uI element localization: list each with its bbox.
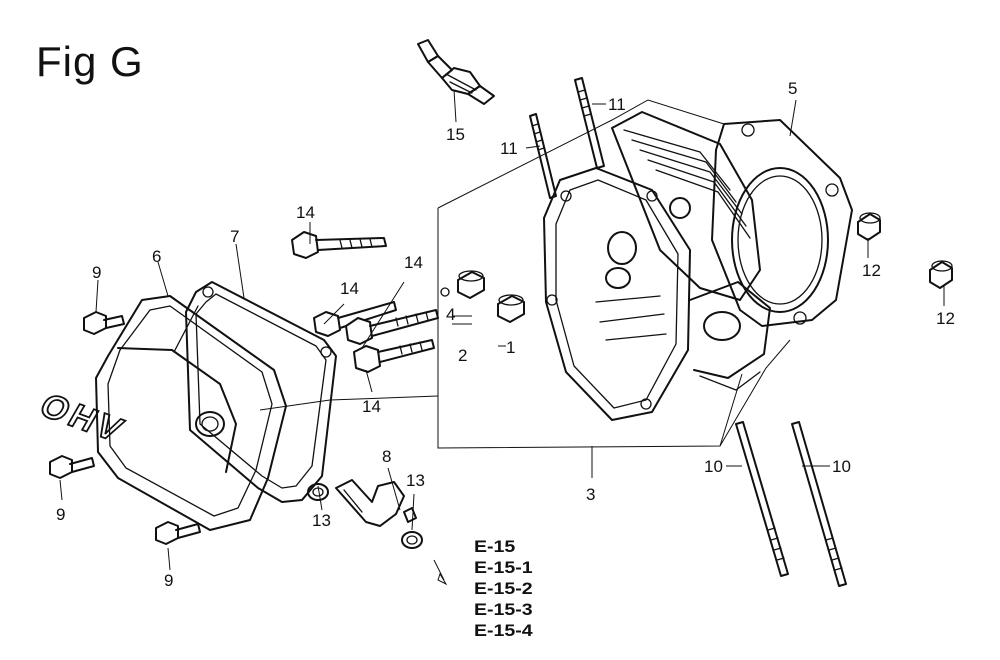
valve-cover: OHV	[32, 295, 287, 531]
stud-bolts-upper	[529, 77, 605, 199]
spark-plug	[417, 39, 495, 105]
callout-3: 3	[586, 485, 595, 504]
callout-14-middle: 14	[340, 279, 359, 298]
callout-5: 5	[788, 79, 797, 98]
callout-15: 15	[446, 125, 465, 144]
callout-10-right: 10	[832, 457, 851, 476]
valve-caps	[440, 270, 525, 323]
callout-9-left: 9	[56, 505, 65, 524]
reference-code: E-15-2	[474, 579, 533, 598]
figure-title: Fig G	[36, 38, 144, 85]
callout-9-top: 9	[92, 263, 101, 282]
head-gasket	[711, 119, 853, 327]
hose-clips	[307, 483, 423, 549]
reference-code: E-15	[474, 537, 516, 556]
reference-code: E-15-1	[474, 558, 533, 577]
callout-1: 1	[506, 338, 515, 357]
cylinder-head	[543, 111, 771, 421]
callout-14-right: 14	[404, 253, 423, 272]
callout-12-upper: 12	[862, 261, 881, 280]
callout-13-right: 13	[406, 471, 425, 490]
dowel-pins	[857, 212, 953, 289]
callout-2: 2	[458, 346, 467, 365]
callout-7: 7	[230, 227, 239, 246]
callout-6: 6	[152, 247, 161, 266]
callout-8: 8	[382, 447, 391, 466]
cover-gasket	[185, 281, 337, 503]
cover-ohv-lettering: OHV	[33, 387, 133, 449]
callout-numbers: 1 2 3 4 5 6 7 8 9 9 9 10 10 11 11 12 12 …	[56, 79, 955, 590]
reference-code: E-15-4	[474, 621, 533, 640]
callout-10-left: 10	[704, 457, 723, 476]
reference-code: E-15-3	[474, 600, 533, 619]
callout-9-bottom: 9	[164, 571, 173, 590]
callout-4: 4	[446, 305, 455, 324]
callout-14-bottom: 14	[362, 397, 381, 416]
leader-lines	[59, 89, 945, 586]
callout-12-lower: 12	[936, 309, 955, 328]
reference-codes: E-15 E-15-1 E-15-2 E-15-3 E-15-4	[474, 536, 533, 641]
breather-hose	[335, 479, 405, 527]
cover-bolts	[49, 311, 201, 545]
callout-11-left: 11	[500, 139, 518, 158]
callout-11-right: 11	[608, 95, 626, 114]
bolts	[291, 231, 439, 373]
callout-13-left: 13	[312, 511, 331, 530]
callout-14-top: 14	[296, 203, 315, 222]
stud-bolts-lower	[735, 421, 847, 587]
